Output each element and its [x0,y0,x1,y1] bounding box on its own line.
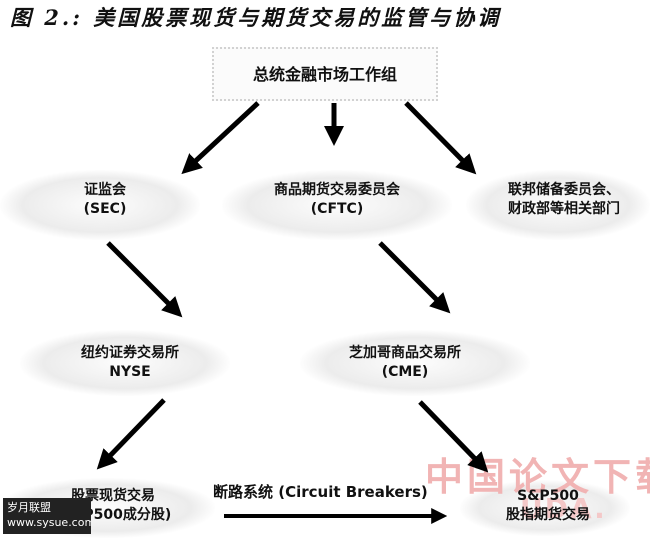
node-label: 芝加哥商品交易所 [349,345,461,361]
site-logo-url: www.sysue.com [7,516,91,529]
node-label: 股票现货交易 [71,488,155,504]
node-sublabel: (CFTC) [310,201,364,217]
node-sublabel: NYSE [109,364,151,380]
circuit-breakers-label: 断路系统 (Circuit Breakers) [213,483,428,501]
watermark-subtext: UDA. [520,492,607,525]
cme-node-background [300,330,530,396]
nyse-node-background [20,330,230,396]
node-label: 联邦储备委员会、 [508,182,620,198]
node-cftc: 商品期货交易委员会 (CFTC) [232,181,442,219]
node-sec: 证监会 (SEC) [45,181,165,219]
node-label: S&P500 [517,488,579,504]
arrow-sec-to-nyse [106,241,183,318]
node-label: 总统金融市场工作组 [252,64,397,84]
node-cme: 芝加哥商品交易所 (CME) [315,344,495,382]
node-sp500-futures: S&P500 股指期货交易 [478,487,618,525]
node-sublabel: (SEC) [83,201,127,217]
watermark-text: 中国论文下载 [425,455,650,499]
diagram-title: 图 2.: 美国股票现货与期货交易的监管与协调 [10,5,502,30]
arrow-root-to-sec [181,101,260,175]
futures-node-background [460,480,630,536]
arrow-cftc-to-cme [378,241,451,314]
node-label: 证监会 [84,182,126,198]
site-logo: 岁月联盟 www.sysue.com [3,498,91,534]
node-label: 商品期货交易委员会 [274,182,400,198]
sec-node-background [0,170,200,240]
arrow-cme-to-futures [418,400,489,473]
arrow-nyse-to-spot [96,398,166,470]
node-sublabel: 股指期货交易 [506,507,590,523]
node-sublabel: (CME) [381,364,429,380]
cftc-node-background [222,170,452,240]
node-sublabel: 财政部等相关部门 [508,201,620,217]
node-label: 纽约证券交易所 [81,345,179,361]
fed-node-background [466,170,650,240]
arrow-root-to-fed [404,101,477,175]
site-logo-name: 岁月联盟 [7,501,51,514]
node-fed-treasury: 联邦储备委员会、 财政部等相关部门 [478,181,650,219]
node-presidents-working-group: 总统金融市场工作组 [212,47,438,101]
node-nyse: 纽约证券交易所 NYSE [45,344,215,382]
